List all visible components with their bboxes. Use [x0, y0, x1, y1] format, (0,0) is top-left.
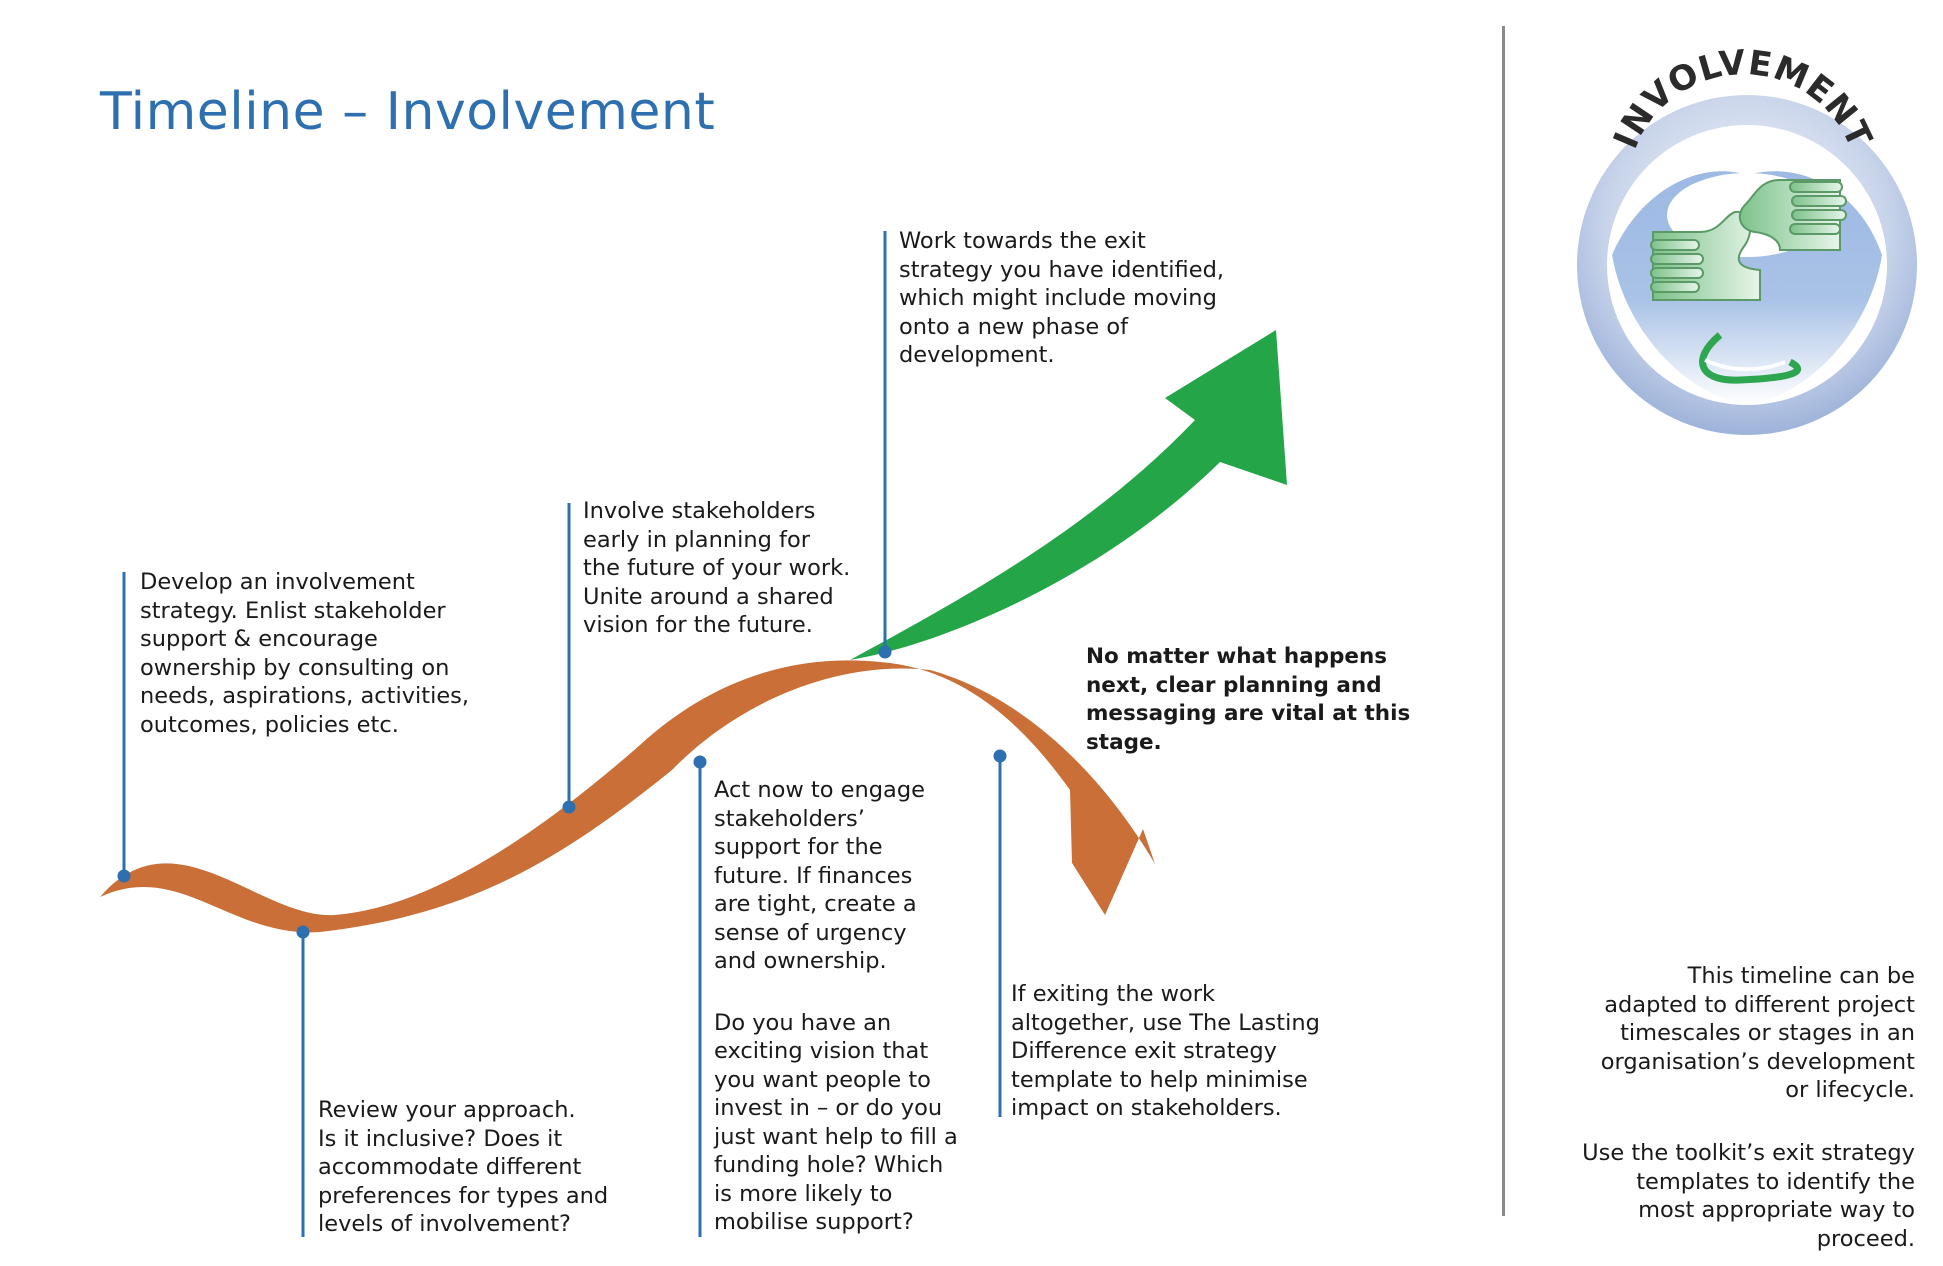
note-line: next, clear planning and	[1086, 672, 1382, 698]
note-line: funding hole? Which	[714, 1152, 944, 1178]
note-line: Develop an involvement	[140, 569, 415, 595]
note-line: most appropriate way to	[1638, 1197, 1915, 1223]
marker-dot-exiting	[993, 749, 1007, 763]
note-no-matter: No matter what happens next, clear plann…	[1086, 643, 1410, 757]
marker-dot-review	[296, 925, 310, 939]
side-note-adapt: This timeline can be adapted to differen…	[1601, 962, 1915, 1105]
note-line: Unite around a shared	[583, 583, 834, 610]
note-line: timescales or stages in an	[1620, 1020, 1915, 1046]
note-line: which might include moving	[899, 285, 1217, 311]
involvement-badge: INVOLVEMENT	[1577, 43, 1917, 435]
page-title: Timeline – Involvement	[100, 82, 716, 142]
note-line: Involve stakeholders	[583, 498, 816, 524]
note-line: early in planning for	[583, 526, 810, 553]
note-line: Work towards the exit	[899, 228, 1146, 254]
note-line: exciting vision that	[714, 1038, 929, 1064]
note-line: Act now to engage	[714, 777, 925, 803]
note-line: This timeline can be	[1687, 963, 1915, 989]
marker-dot-involve	[562, 800, 576, 814]
note-line: preferences for types and	[318, 1182, 609, 1209]
note-line: support & encourage	[140, 626, 378, 652]
note-line: If exiting the work	[1011, 981, 1216, 1007]
note-line: outcomes, policies etc.	[140, 711, 399, 738]
growth-arrow	[850, 330, 1287, 660]
note-line: just want help to fill a	[714, 1123, 958, 1150]
note-line: levels of involvement?	[318, 1211, 572, 1237]
note-line: accommodate different	[318, 1154, 582, 1180]
note-line: development.	[899, 342, 1055, 368]
note-line: stage.	[1086, 729, 1162, 755]
note-line: impact on stakeholders.	[1011, 1095, 1282, 1121]
note-involve-stakeholders: Involve stakeholders early in planning f…	[583, 497, 850, 640]
note-line: Is it inclusive? Does it	[318, 1125, 563, 1152]
note-line: the future of your work.	[583, 555, 851, 581]
hands-icon	[1650, 179, 1847, 301]
note-line: invest in – or do you	[714, 1095, 943, 1121]
marker-dot-develop	[117, 869, 131, 883]
timeline-markers	[117, 231, 1007, 1237]
note-line: messaging are vital at this	[1086, 701, 1411, 726]
note-line: altogether, use The Lasting	[1011, 1009, 1320, 1036]
note-line: Use the toolkit’s exit strategy	[1582, 1140, 1915, 1166]
note-line: are tight, create a	[714, 891, 917, 917]
note-line: vision for the future.	[583, 612, 813, 638]
note-exiting: If exiting the work altogether, use The …	[1011, 980, 1320, 1123]
marker-dot-act	[693, 755, 707, 769]
note-review-approach: Review your approach. Is it inclusive? D…	[318, 1096, 608, 1239]
note-line: and ownership.	[714, 948, 887, 974]
note-line: templates to identify the	[1636, 1168, 1915, 1195]
note-line: future. If finances	[714, 862, 913, 889]
note-line: Difference exit strategy	[1011, 1038, 1277, 1064]
note-line: is more likely to	[714, 1180, 893, 1207]
side-note-toolkit: Use the toolkit’s exit strategy template…	[1582, 1139, 1915, 1253]
note-line: support for the	[714, 834, 883, 860]
note-line: ownership by consulting on	[140, 654, 450, 681]
note-develop-strategy: Develop an involvement strategy. Enlist …	[140, 568, 469, 739]
marker-dot-work	[878, 645, 892, 659]
note-act-now: Act now to engage stakeholders’ support …	[714, 776, 958, 1237]
note-line: onto a new phase of	[899, 313, 1129, 340]
note-line: template to help minimise	[1011, 1066, 1308, 1093]
note-line: organisation’s development	[1600, 1048, 1915, 1075]
timeline-curve	[100, 660, 1155, 933]
note-line: Review your approach.	[318, 1097, 576, 1123]
note-line: No matter what happens	[1086, 644, 1388, 669]
note-line: stakeholders’	[714, 805, 865, 832]
note-line: or lifecycle.	[1785, 1077, 1915, 1103]
note-line: you want people to	[714, 1066, 931, 1093]
note-work-towards: Work towards the exit strategy you have …	[899, 227, 1224, 370]
note-line: mobilise support?	[714, 1209, 914, 1235]
note-line: proceed.	[1816, 1225, 1915, 1252]
note-line: strategy. Enlist stakeholder	[140, 597, 446, 624]
note-line: Do you have an	[714, 1009, 892, 1036]
note-line: sense of urgency	[714, 919, 907, 946]
note-line: needs, aspirations, activities,	[140, 683, 470, 709]
vertical-divider	[1502, 26, 1505, 1216]
note-line: strategy you have identified,	[899, 256, 1225, 283]
note-line: adapted to different project	[1604, 991, 1915, 1018]
